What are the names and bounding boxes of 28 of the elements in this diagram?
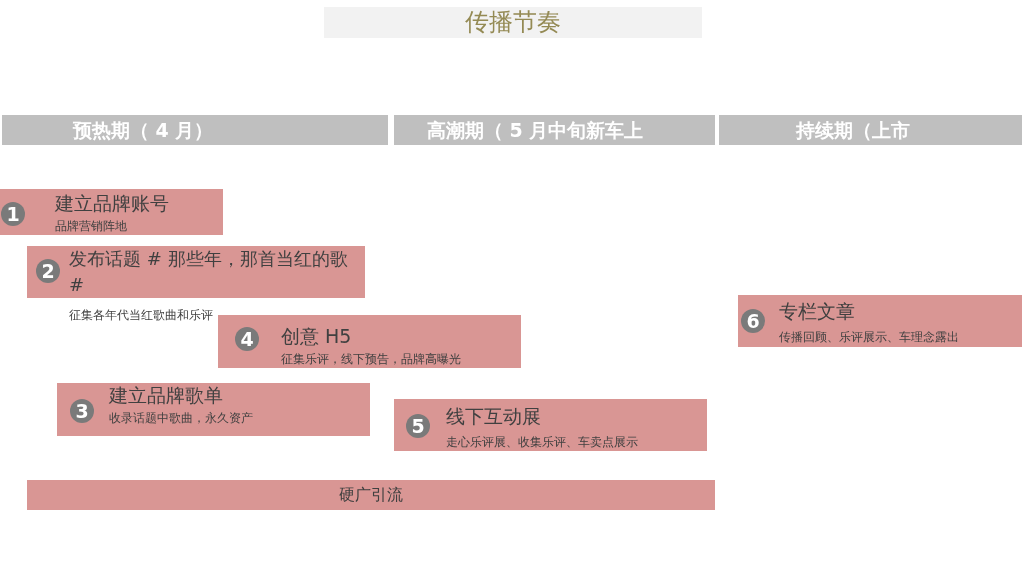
number-circle: 1: [1, 202, 25, 226]
step-text: 征集各年代当红歌曲和乐评: [69, 308, 213, 322]
step-title: 建立品牌账号: [55, 191, 169, 215]
step-box: [394, 399, 707, 451]
phase-header: 高潮期（ 5 月中旬新车上: [394, 115, 715, 145]
phase-header: 预热期（ 4 月）: [2, 115, 388, 145]
step-box: [738, 295, 1022, 347]
step-text: 征集乐评，线下预告，品牌高曝光: [281, 352, 461, 366]
number-circle: 2: [36, 259, 60, 283]
step-title: 创意 H5: [281, 324, 352, 348]
title: 传播节奏: [324, 7, 702, 38]
number-circle: 4: [235, 327, 259, 351]
number-circle: 3: [70, 399, 94, 423]
number-circle: 5: [406, 414, 430, 438]
step-text: 品牌营销阵地: [55, 219, 127, 233]
step-title: 发布话题 # 那些年，那首当红的歌 #: [69, 247, 349, 297]
step-title: 建立品牌歌单: [109, 383, 223, 407]
step-title: 专栏文章: [779, 299, 855, 323]
number-circle: 6: [741, 309, 765, 333]
step-box: [57, 383, 370, 436]
step-text: 传播回顾、乐评展示、车理念露出: [779, 330, 959, 344]
step-text: 收录话题中歌曲，永久资产: [109, 411, 253, 425]
step-text: 走心乐评展、收集乐评、车卖点展示: [446, 435, 638, 449]
step-title: 线下互动展: [446, 404, 541, 428]
step-box: [0, 189, 223, 235]
banner-bar: 硬广引流: [27, 480, 715, 510]
phase-header: 持续期（上市: [719, 115, 1022, 145]
step-box: [218, 315, 521, 368]
